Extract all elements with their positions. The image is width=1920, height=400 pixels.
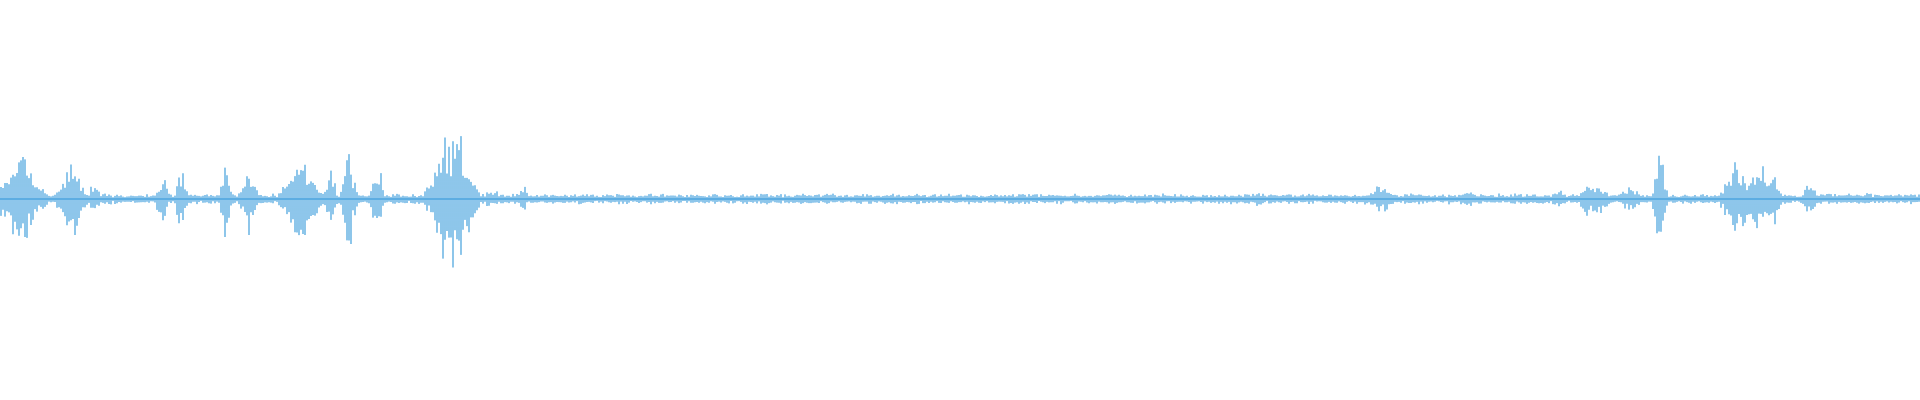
- waveform-trace: [0, 136, 1920, 268]
